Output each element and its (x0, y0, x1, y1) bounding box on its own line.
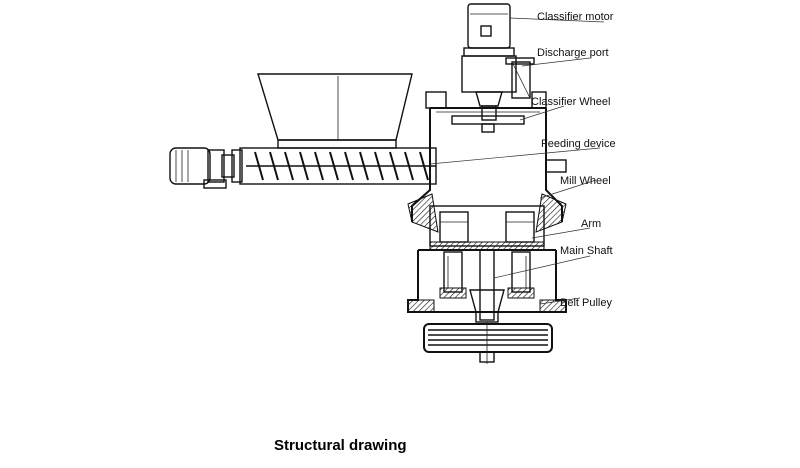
label-belt-pulley: Belt Pulley (560, 297, 612, 309)
label-discharge-port: Discharge port (537, 47, 609, 59)
label-classifier-wheel: Classifier Wheel (531, 96, 610, 108)
leader-lines (429, 17, 605, 305)
hopper (257, 73, 413, 149)
feeder-motor (169, 147, 227, 189)
label-feeding-device: Feeding device (541, 138, 616, 150)
mill-wheel-left (439, 211, 469, 243)
belt-pulley (423, 322, 553, 364)
caption: Structural drawing (274, 437, 407, 454)
label-mill-wheel: Mill Wheel (560, 175, 611, 187)
arm-left (443, 251, 463, 293)
label-arm: Arm (581, 218, 601, 230)
grinding-section (407, 193, 567, 251)
discharge-port (505, 57, 535, 99)
mill-wheel-right (505, 211, 535, 243)
label-main-shaft: Main Shaft (560, 245, 613, 257)
lower-body (407, 249, 567, 323)
grinding-ring (429, 241, 545, 251)
label-classifier-motor: Classifier motor (537, 11, 614, 23)
main-shaft (479, 249, 495, 321)
feeding-device (221, 147, 437, 185)
classifier-motor (461, 3, 517, 121)
